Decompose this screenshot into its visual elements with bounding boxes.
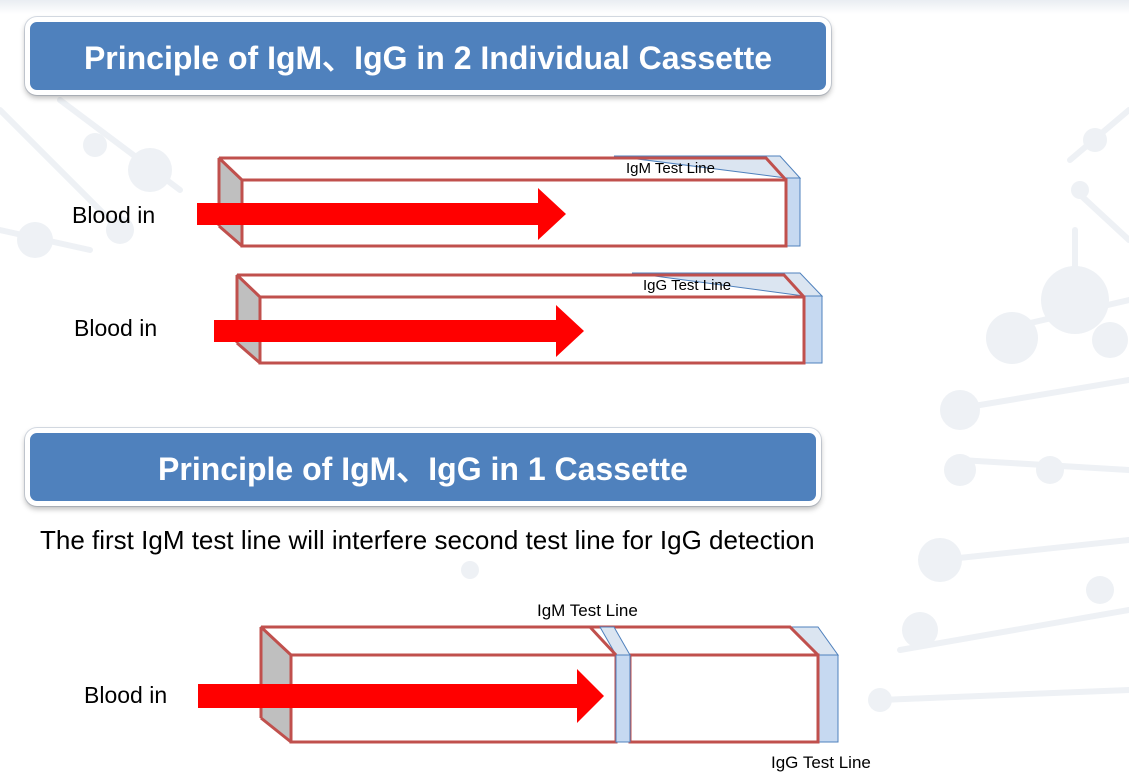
blood-in-label: Blood in <box>74 315 158 341</box>
section-title-one-cassette: Principle of IgM、IgG in 1 Cassette <box>25 428 821 506</box>
igm-test-line-label: IgM Test Line <box>537 601 638 620</box>
test-line-igm <box>615 654 631 743</box>
test-line-igm <box>785 177 801 247</box>
igg-cassette-strip <box>214 272 824 365</box>
strip-end-face <box>236 273 261 365</box>
strip-top-edge <box>219 156 788 182</box>
section-title-text: Principle of IgM、IgG in 2 Individual Cas… <box>83 40 773 76</box>
strip-top-edge <box>261 625 820 657</box>
igg-test-line-label: IgG Test Line <box>771 753 871 772</box>
section-title-text: Principle of IgM、IgG in 1 Cassette <box>158 451 688 487</box>
strip-top-edge <box>237 273 806 299</box>
blood-flow-arrow <box>198 669 604 723</box>
section-title-two-cassettes: Principle of IgM、IgG in 2 Individual Cas… <box>25 17 831 95</box>
igm-cassette-strip <box>197 155 802 248</box>
blood-in-label: Blood in <box>84 682 168 708</box>
igm-test-line-label: IgM Test Line <box>626 160 715 177</box>
blood-flow-arrow <box>197 188 566 240</box>
strip-front-face-second <box>628 653 820 744</box>
test-line-igg <box>817 654 839 743</box>
blood-in-label: Blood in <box>72 202 156 228</box>
strip-top-face <box>219 158 790 172</box>
description-text: The first IgM test line will interfere s… <box>40 525 815 555</box>
combined-cassette-strip <box>198 625 839 744</box>
igg-test-line-label: IgG Test Line <box>643 277 732 294</box>
blood-flow-arrow <box>214 305 584 357</box>
test-line-igg <box>803 295 823 364</box>
